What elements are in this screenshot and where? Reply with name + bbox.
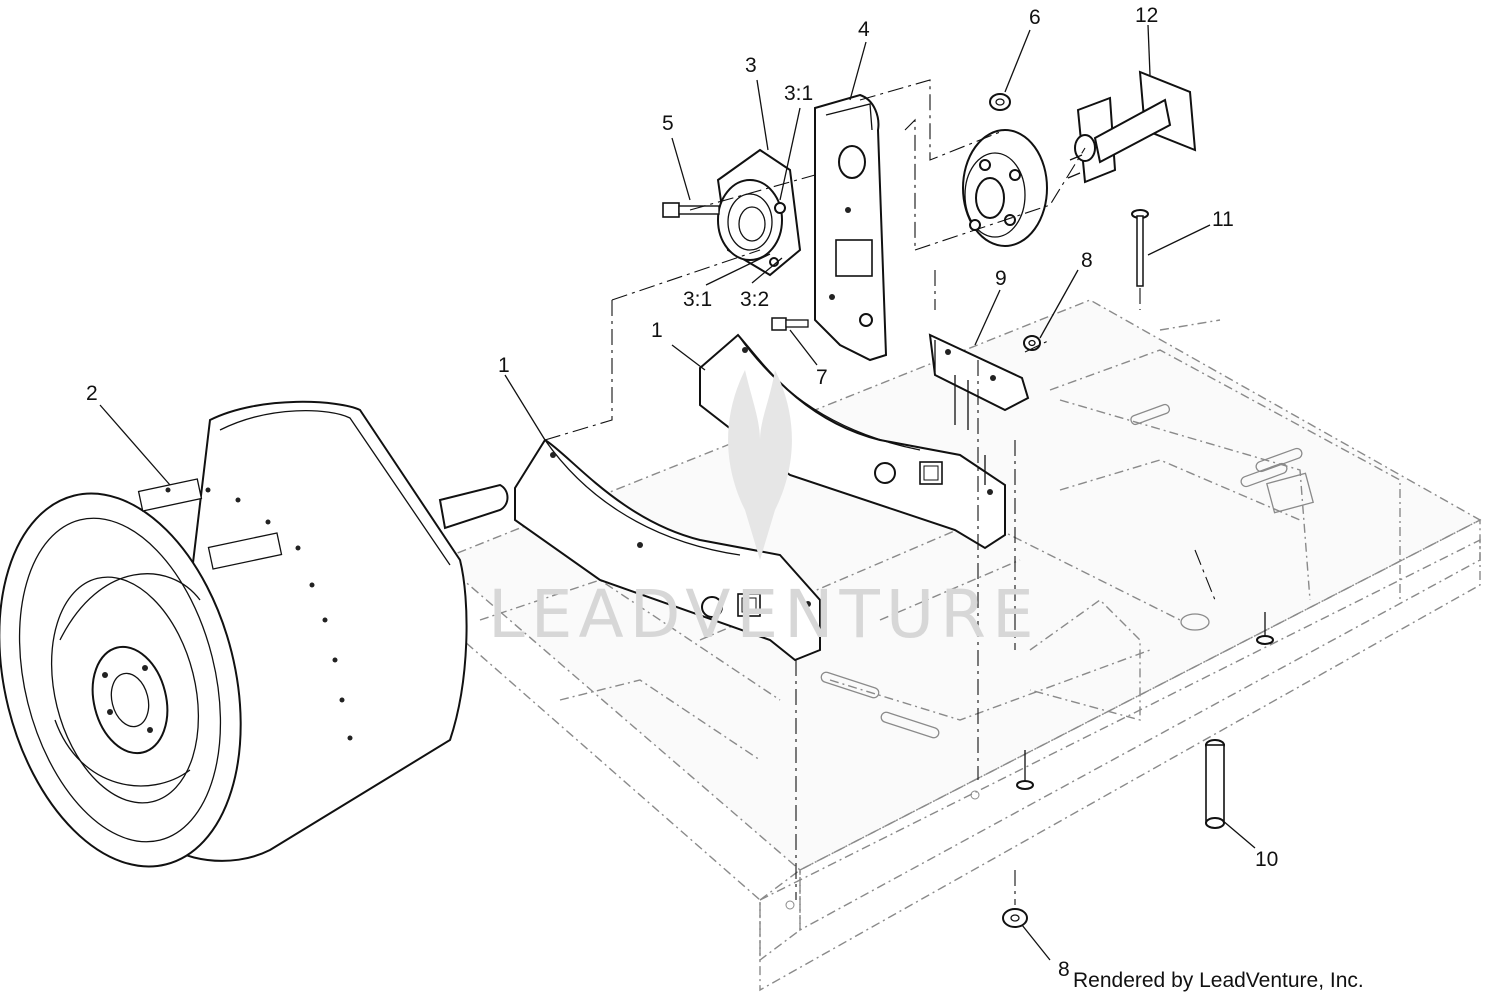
callout-6: 6	[1029, 6, 1041, 29]
coupling-hub	[962, 129, 1048, 247]
callout-3-1-lower: 3:1	[683, 288, 712, 311]
hex-nut	[989, 93, 1011, 111]
chassis-holes	[785, 403, 1314, 910]
watermark: LEADVENTURE	[488, 370, 1040, 653]
callout-4: 4	[858, 18, 870, 41]
washer-upper	[1023, 335, 1041, 351]
callout-9: 9	[995, 267, 1007, 290]
callout-3-2: 3:2	[740, 288, 769, 311]
callout-1-left: 1	[498, 354, 510, 377]
callout-12: 12	[1135, 4, 1158, 27]
callout-labels: 1 1 2 3 3:1 3:1 3:2 4 5 6 7 8 8 9 10 11 …	[86, 4, 1278, 981]
shaft-flange	[1067, 70, 1197, 184]
flange-bearing	[662, 148, 802, 277]
mounting-plate	[771, 93, 888, 362]
support-bracket	[928, 333, 1030, 430]
watermark-text: LEADVENTURE	[488, 576, 1040, 653]
callout-10: 10	[1255, 848, 1278, 871]
callout-3: 3	[745, 54, 757, 77]
callout-8-upper: 8	[1081, 249, 1093, 272]
callout-5: 5	[662, 112, 674, 135]
callout-3-1-upper: 3:1	[784, 82, 813, 105]
frame-studs	[984, 455, 1274, 790]
callout-11: 11	[1212, 208, 1234, 231]
clutch-housing	[0, 400, 509, 868]
clevis-pin	[1131, 209, 1149, 287]
callout-8-lower: 8	[1058, 958, 1070, 981]
alignment-lines	[544, 79, 1216, 905]
spacer-tube	[1205, 739, 1225, 829]
callout-7: 7	[816, 366, 828, 389]
render-credit: Rendered by LeadVenture, Inc.	[1073, 969, 1364, 992]
washer-lower	[1002, 908, 1028, 928]
left-mount-bracket	[514, 438, 821, 662]
callout-1-right: 1	[651, 319, 663, 342]
leader-lines	[99, 24, 1256, 961]
callout-2: 2	[86, 382, 98, 405]
